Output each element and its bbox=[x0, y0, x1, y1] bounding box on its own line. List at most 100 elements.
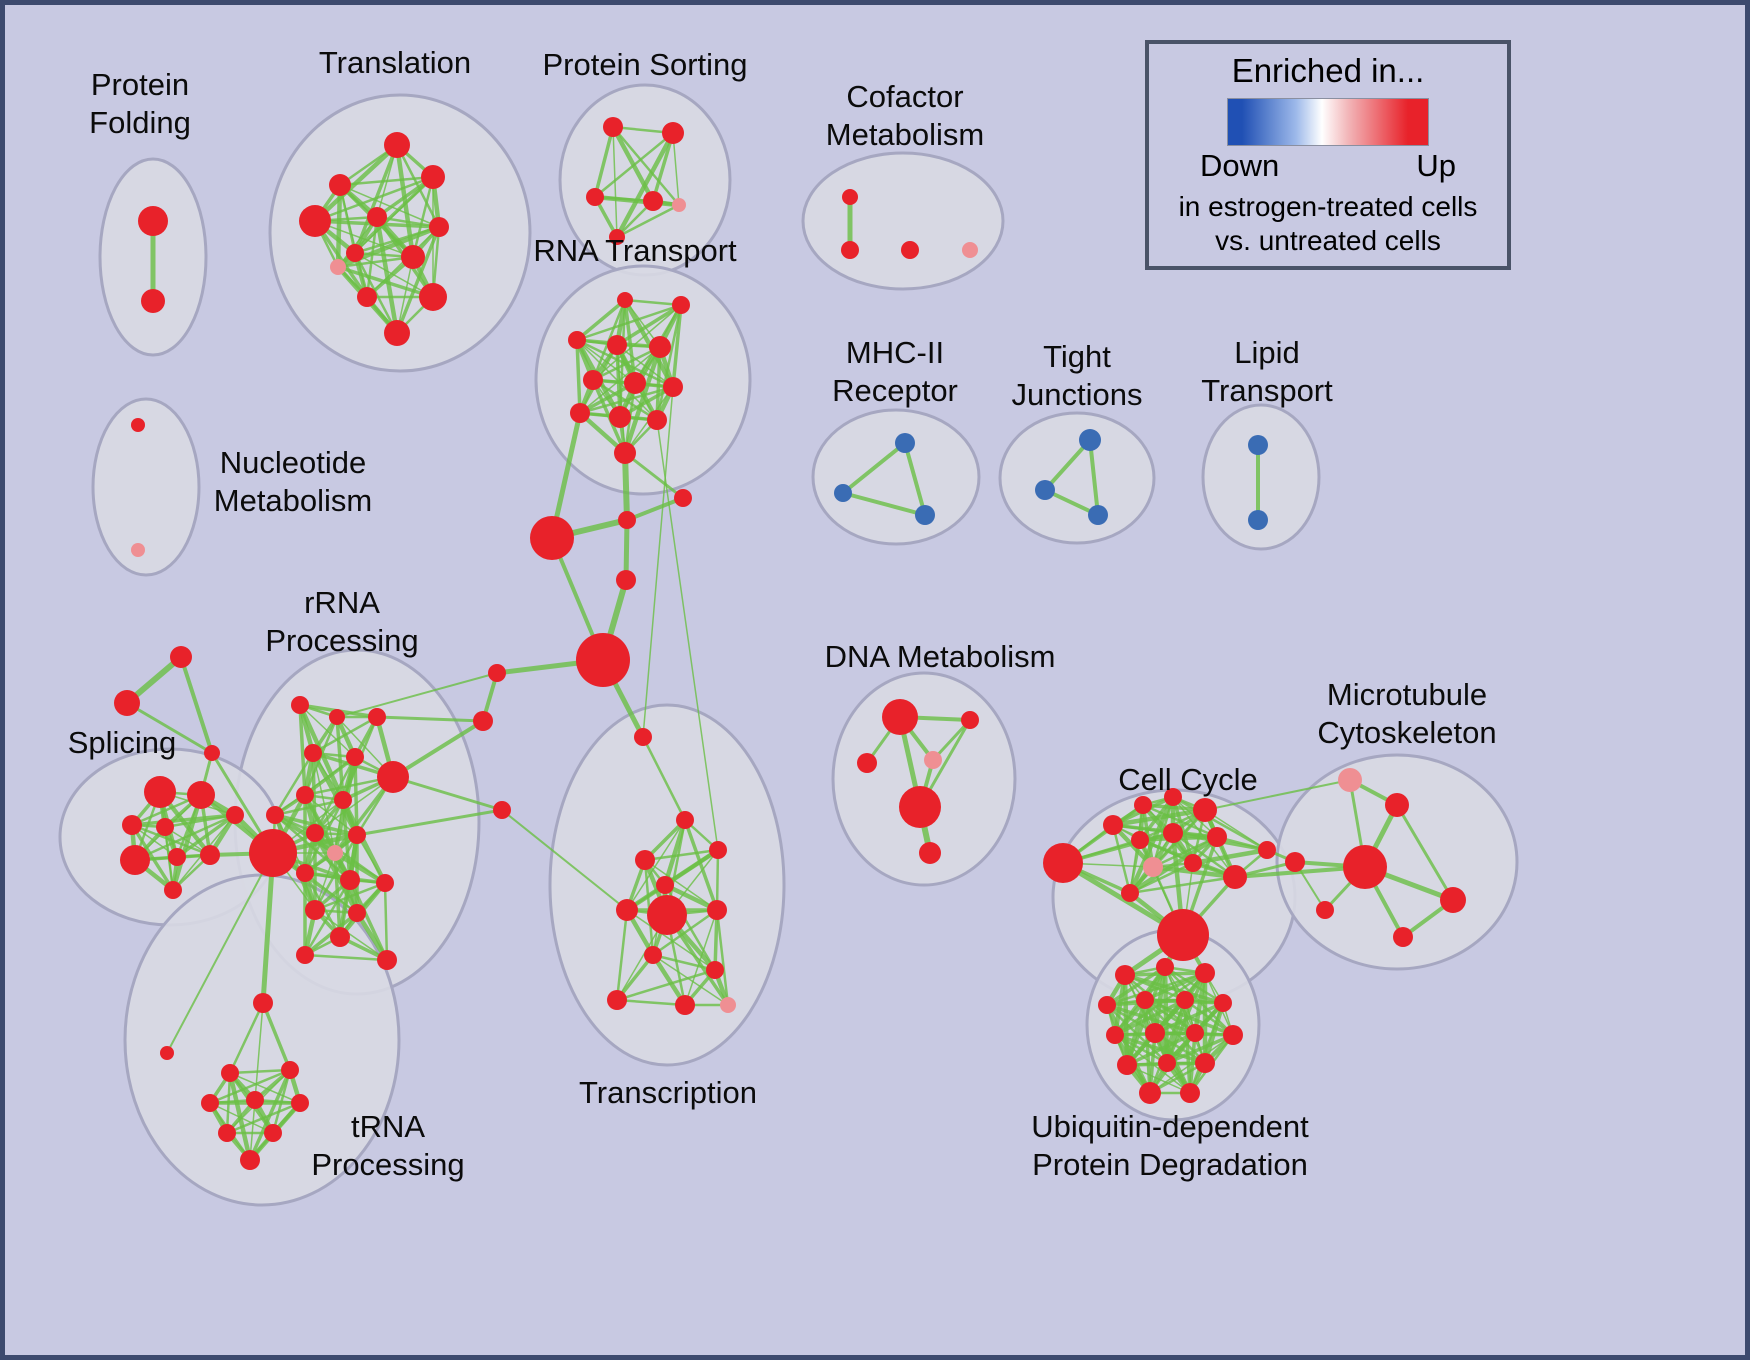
network-node-c2[interactable] bbox=[473, 711, 493, 731]
network-node-t12[interactable] bbox=[384, 320, 410, 346]
network-node-r10[interactable] bbox=[609, 406, 631, 428]
network-node-s7[interactable] bbox=[168, 848, 186, 866]
network-node-a1[interactable] bbox=[114, 690, 140, 716]
network-node-cc3[interactable] bbox=[1134, 796, 1152, 814]
network-node-m3[interactable] bbox=[1285, 852, 1305, 872]
network-node-s5[interactable] bbox=[226, 806, 244, 824]
network-node-rr6[interactable] bbox=[377, 761, 409, 793]
network-node-cc6[interactable] bbox=[1131, 831, 1149, 849]
network-node-tn7[interactable] bbox=[218, 1124, 236, 1142]
network-node-rr19[interactable] bbox=[296, 946, 314, 964]
network-node-rr8[interactable] bbox=[334, 791, 352, 809]
network-node-tj2[interactable] bbox=[1035, 480, 1055, 500]
network-node-u12[interactable] bbox=[1117, 1055, 1137, 1075]
network-node-m5[interactable] bbox=[1440, 887, 1466, 913]
network-node-tr1[interactable] bbox=[634, 728, 652, 746]
network-node-rr10[interactable] bbox=[306, 824, 324, 842]
network-node-r4[interactable] bbox=[607, 335, 627, 355]
network-node-u5[interactable] bbox=[1136, 991, 1154, 1009]
network-node-tr8[interactable] bbox=[707, 900, 727, 920]
network-node-tr7[interactable] bbox=[647, 895, 687, 935]
network-node-h2[interactable] bbox=[674, 489, 692, 507]
network-node-d5[interactable] bbox=[899, 786, 941, 828]
network-node-a2[interactable] bbox=[170, 646, 192, 668]
network-node-tj1[interactable] bbox=[1079, 429, 1101, 451]
network-node-cc5[interactable] bbox=[1193, 798, 1217, 822]
network-node-ps3[interactable] bbox=[586, 188, 604, 206]
network-node-tn2[interactable] bbox=[221, 1064, 239, 1082]
network-node-rr7[interactable] bbox=[296, 786, 314, 804]
network-node-t11[interactable] bbox=[419, 283, 447, 311]
network-node-rr17[interactable] bbox=[348, 904, 366, 922]
network-node-rh[interactable] bbox=[249, 829, 297, 877]
network-node-rr16[interactable] bbox=[305, 900, 325, 920]
network-node-t8[interactable] bbox=[401, 245, 425, 269]
network-node-c3[interactable] bbox=[493, 801, 511, 819]
network-node-ln[interactable] bbox=[160, 1046, 174, 1060]
network-node-cc13[interactable] bbox=[1258, 841, 1276, 859]
network-node-n1[interactable] bbox=[131, 418, 145, 432]
network-node-tr5[interactable] bbox=[656, 876, 674, 894]
network-node-rr13[interactable] bbox=[296, 864, 314, 882]
network-node-d1[interactable] bbox=[882, 699, 918, 735]
network-node-tr2[interactable] bbox=[676, 811, 694, 829]
network-node-tj3[interactable] bbox=[1088, 505, 1108, 525]
network-node-u7[interactable] bbox=[1214, 994, 1232, 1012]
network-node-tn6[interactable] bbox=[291, 1094, 309, 1112]
network-node-rr2[interactable] bbox=[329, 709, 345, 725]
network-node-rr15[interactable] bbox=[376, 874, 394, 892]
network-node-s6[interactable] bbox=[120, 845, 150, 875]
network-node-cf2[interactable] bbox=[841, 241, 859, 259]
network-node-u3[interactable] bbox=[1195, 963, 1215, 983]
network-node-ps5[interactable] bbox=[609, 229, 625, 245]
network-node-h3[interactable] bbox=[530, 516, 574, 560]
network-node-cc1[interactable] bbox=[1043, 843, 1083, 883]
network-node-tr4[interactable] bbox=[635, 850, 655, 870]
network-node-tn9[interactable] bbox=[240, 1150, 260, 1170]
network-node-rr1[interactable] bbox=[291, 696, 309, 714]
network-node-m4[interactable] bbox=[1343, 845, 1387, 889]
network-node-rr11[interactable] bbox=[348, 826, 366, 844]
network-node-tr6[interactable] bbox=[616, 899, 638, 921]
network-node-ps2[interactable] bbox=[662, 122, 684, 144]
network-node-b1[interactable] bbox=[895, 433, 915, 453]
network-node-l2[interactable] bbox=[1248, 510, 1268, 530]
network-node-cc9[interactable] bbox=[1143, 857, 1163, 877]
network-node-t1[interactable] bbox=[384, 132, 410, 158]
network-node-m7[interactable] bbox=[1393, 927, 1413, 947]
network-node-tn1[interactable] bbox=[253, 993, 273, 1013]
network-node-tn8[interactable] bbox=[264, 1124, 282, 1142]
network-node-l1[interactable] bbox=[1248, 435, 1268, 455]
network-node-u13[interactable] bbox=[1158, 1054, 1176, 1072]
network-node-tr10[interactable] bbox=[706, 961, 724, 979]
network-node-rr18[interactable] bbox=[330, 927, 350, 947]
network-node-tr9[interactable] bbox=[644, 946, 662, 964]
network-node-s8[interactable] bbox=[200, 845, 220, 865]
network-node-s1[interactable] bbox=[144, 776, 176, 808]
network-node-r1[interactable] bbox=[617, 292, 633, 308]
network-node-b2[interactable] bbox=[834, 484, 852, 502]
network-node-rr14[interactable] bbox=[340, 870, 360, 890]
network-node-u10[interactable] bbox=[1186, 1024, 1204, 1042]
network-node-cc2[interactable] bbox=[1103, 815, 1123, 835]
network-node-u4[interactable] bbox=[1098, 996, 1116, 1014]
network-node-rr20[interactable] bbox=[377, 950, 397, 970]
network-node-t4[interactable] bbox=[299, 205, 331, 237]
network-node-rr4[interactable] bbox=[304, 744, 322, 762]
network-node-t6[interactable] bbox=[429, 217, 449, 237]
network-node-r7[interactable] bbox=[624, 372, 646, 394]
network-node-m2[interactable] bbox=[1385, 793, 1409, 817]
network-node-ps1[interactable] bbox=[603, 117, 623, 137]
network-node-r8[interactable] bbox=[663, 377, 683, 397]
network-node-u9[interactable] bbox=[1145, 1023, 1165, 1043]
network-node-h5[interactable] bbox=[576, 633, 630, 687]
network-node-d4[interactable] bbox=[924, 751, 942, 769]
network-node-d6[interactable] bbox=[919, 842, 941, 864]
network-node-cc8[interactable] bbox=[1207, 827, 1227, 847]
network-node-b3[interactable] bbox=[915, 505, 935, 525]
network-node-s3[interactable] bbox=[122, 815, 142, 835]
network-node-cf1[interactable] bbox=[842, 189, 858, 205]
network-node-r3[interactable] bbox=[568, 331, 586, 349]
network-node-r5[interactable] bbox=[649, 336, 671, 358]
network-node-cc10[interactable] bbox=[1184, 854, 1202, 872]
